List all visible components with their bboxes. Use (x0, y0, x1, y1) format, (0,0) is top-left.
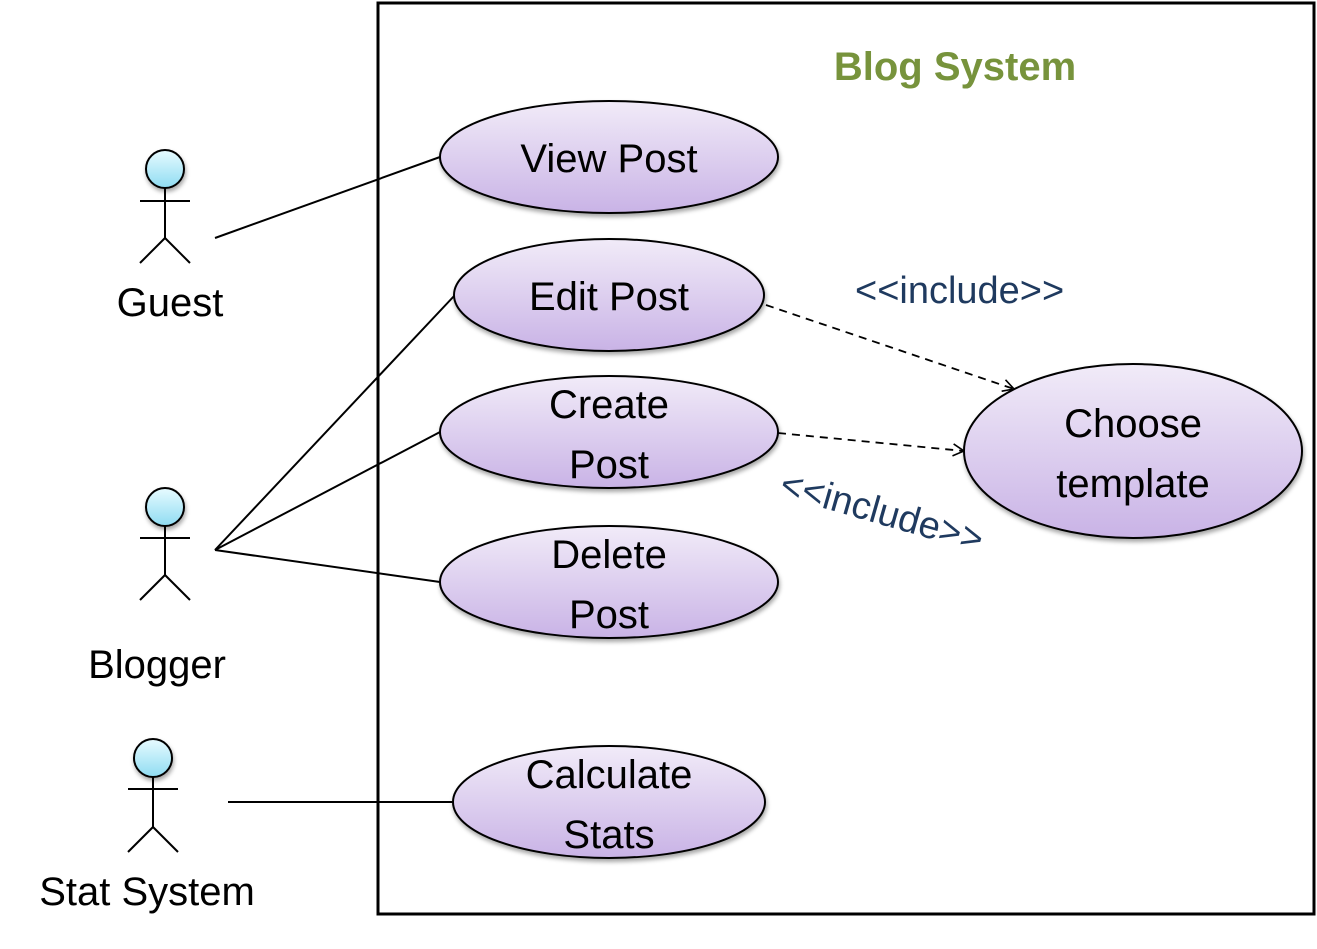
actor-stat-system[interactable]: Stat System (39, 738, 255, 914)
use-case-ellipse[interactable] (963, 363, 1303, 539)
actor-label: Stat System (39, 870, 255, 914)
stick-figure-icon (139, 487, 191, 601)
stick-figure-icon (127, 738, 179, 853)
use-case-ellipse[interactable] (452, 745, 766, 859)
association-blogger-delete-post[interactable] (214, 549, 441, 583)
associations (214, 156, 456, 803)
use-case-choose-template[interactable]: Choose template (963, 363, 1303, 539)
use-case-label: Edit Post (529, 275, 689, 319)
use-case-view-post[interactable]: View Post (439, 100, 779, 214)
use-case-edit-post[interactable]: Edit Post (453, 238, 765, 352)
use-case-delete-post[interactable]: Delete Post (439, 525, 779, 639)
use-case-label-line1: Delete (551, 533, 667, 577)
stick-figure-icon (139, 149, 191, 264)
use-case-ellipse[interactable] (439, 100, 779, 214)
actor-blogger[interactable]: Blogger (88, 487, 226, 687)
use-case-label-line2: Stats (563, 813, 654, 857)
include-edit-choose[interactable] (765, 304, 1016, 392)
use-case-ellipse[interactable] (453, 238, 765, 352)
actor-guest[interactable]: Guest (117, 149, 224, 325)
use-case-label: View Post (520, 137, 697, 181)
include-dependencies (765, 304, 1016, 457)
include-label-edit: <<include>> (855, 270, 1064, 312)
include-create-choose[interactable] (777, 432, 966, 457)
use-case-label-line2: Post (569, 593, 649, 637)
use-case-ellipse[interactable] (439, 375, 779, 489)
use-case-label-line1: Create (549, 383, 669, 427)
use-case-calculate-stats[interactable]: Calculate Stats (452, 745, 766, 859)
association-guest-view-post[interactable] (214, 156, 441, 239)
use-case-ellipse[interactable] (439, 525, 779, 639)
system-title: Blog System (834, 45, 1076, 89)
association-blogger-edit-post[interactable] (214, 294, 456, 551)
actor-label: Blogger (88, 643, 226, 687)
association-blogger-create-post[interactable] (214, 431, 441, 551)
actor-label: Guest (117, 281, 224, 325)
use-case-label-line1: Choose (1064, 402, 1202, 446)
use-case-label-line2: template (1056, 462, 1209, 506)
use-case-label-line2: Post (569, 443, 649, 487)
use-case-label-line1: Calculate (526, 753, 693, 797)
use-case-create-post[interactable]: Create Post (439, 375, 779, 489)
